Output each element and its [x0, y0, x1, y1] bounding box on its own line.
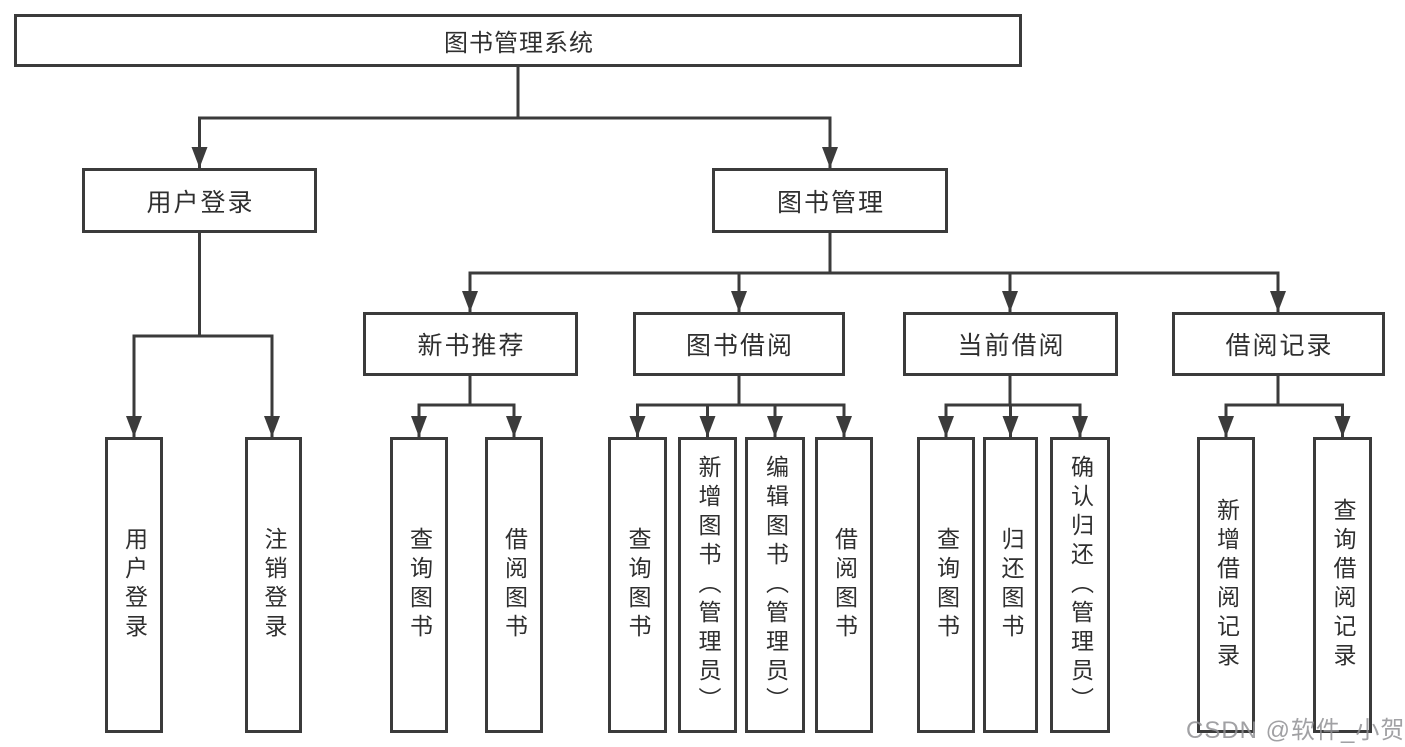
node-label: 查询图书 — [933, 527, 960, 643]
leaf-current-query-books: 查询图书 — [917, 437, 975, 733]
leaf-borrowing-borrow-books: 借阅图书 — [815, 437, 873, 733]
node-label: 新书推荐 — [417, 332, 526, 360]
node-label: 当前借阅 — [957, 332, 1066, 360]
leaf-current-return-books: 归还图书 — [983, 437, 1038, 733]
node-library-management-system: 图书管理系统 — [14, 14, 1022, 67]
leaf-current-confirm-return-admin: 确认归还（管理员） — [1050, 437, 1110, 733]
node-label: 借阅图书 — [501, 527, 528, 643]
leaf-borrowing-query-books: 查询图书 — [608, 437, 667, 733]
node-label: 新增借阅记录 — [1213, 498, 1240, 672]
node-new-book-recommend: 新书推荐 — [363, 312, 578, 376]
node-label: 借阅记录 — [1225, 332, 1334, 360]
node-label: 查询图书 — [625, 527, 651, 643]
node-label: 编辑图书（管理员） — [762, 454, 789, 716]
leaf-borrowing-add-books-admin: 新增图书（管理员） — [678, 437, 737, 733]
leaf-records-query-record: 查询借阅记录 — [1313, 437, 1372, 733]
leaf-borrowing-edit-books-admin: 编辑图书（管理员） — [745, 437, 805, 733]
node-label: 图书管理 — [776, 188, 885, 217]
node-book-borrowing: 图书借阅 — [633, 312, 845, 376]
leaf-logout: 注销登录 — [245, 437, 302, 733]
node-user-login: 用户登录 — [82, 168, 317, 233]
node-label: 查询图书 — [406, 527, 433, 643]
node-label: 归还图书 — [998, 527, 1024, 643]
node-label: 借阅图书 — [831, 527, 858, 643]
node-current-borrowing: 当前借阅 — [903, 312, 1118, 376]
node-label: 确认归还（管理员） — [1067, 454, 1094, 716]
node-label: 新增图书（管理员） — [695, 454, 721, 716]
connector-lines — [126, 67, 1351, 437]
node-label: 用户登录 — [121, 527, 148, 643]
node-borrow-records: 借阅记录 — [1172, 312, 1385, 376]
leaf-user-login: 用户登录 — [105, 437, 163, 733]
leaf-records-add-record: 新增借阅记录 — [1197, 437, 1255, 733]
node-label: 注销登录 — [261, 527, 287, 643]
node-book-management: 图书管理 — [712, 168, 948, 233]
leaf-recommend-borrow-books: 借阅图书 — [485, 437, 543, 733]
leaf-recommend-query-books: 查询图书 — [390, 437, 448, 733]
node-label: 图书借阅 — [685, 332, 794, 360]
node-label: 查询借阅记录 — [1330, 498, 1356, 672]
node-label: 用户登录 — [146, 188, 255, 217]
csdn-watermark: CSDN @软件_小贺同学 — [1186, 717, 1405, 744]
node-label: 图书管理系统 — [444, 30, 594, 57]
